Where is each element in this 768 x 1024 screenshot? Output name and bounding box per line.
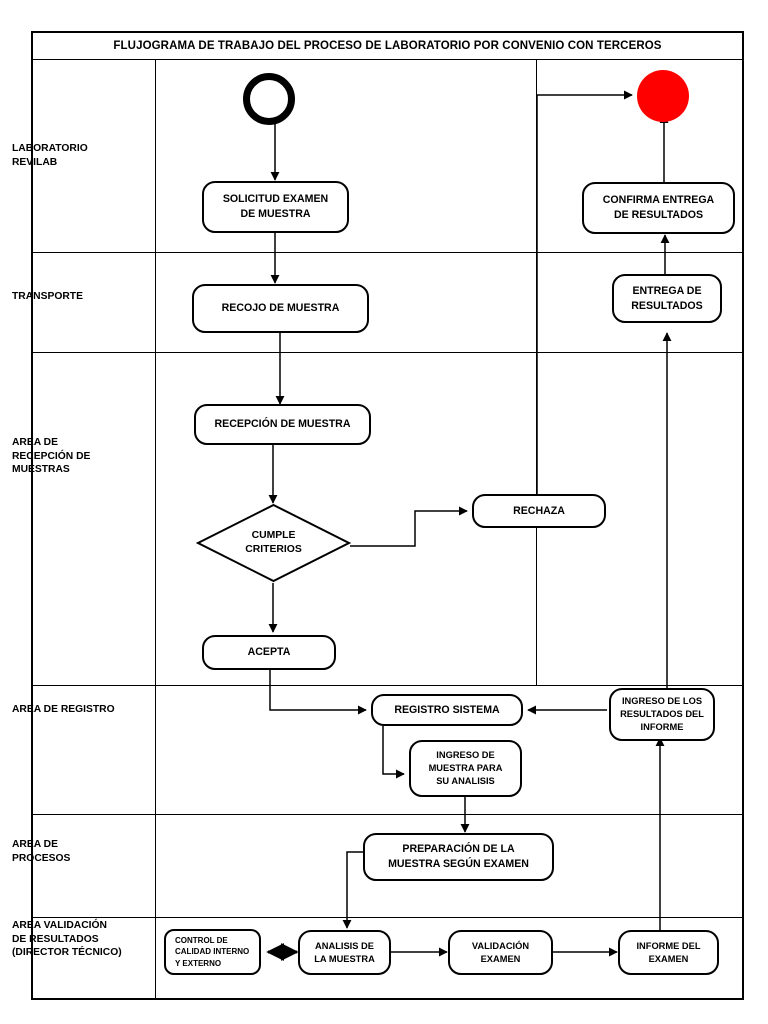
node-recojo-muestra-label: RECOJO DE MUESTRA: [221, 302, 340, 315]
lane-divider-title: [33, 59, 742, 60]
node-registro-sistema[interactable]: REGISTRO SISTEMA: [371, 694, 523, 726]
node-recepcion-muestra-label: RECEPCIÓN DE MUESTRA: [214, 418, 351, 431]
node-recojo-muestra[interactable]: RECOJO DE MUESTRA: [192, 284, 369, 333]
lane-divider-3: [33, 685, 742, 686]
page-title: FLUJOGRAMA DE TRABAJO DEL PROCESO DE LAB…: [113, 40, 662, 52]
node-acepta-label: ACEPTA: [247, 646, 291, 659]
lane-divider-4: [33, 814, 742, 815]
flowchart-table-frame: FLUJOGRAMA DE TRABAJO DEL PROCESO DE LAB…: [31, 31, 744, 1000]
column-divider-right: [536, 59, 537, 685]
lane-divider-1: [33, 252, 742, 253]
node-recepcion-muestra[interactable]: RECEPCIÓN DE MUESTRA: [194, 404, 371, 445]
node-rechaza[interactable]: RECHAZA: [472, 494, 606, 528]
lane-divider-2: [33, 352, 742, 353]
node-acepta[interactable]: ACEPTA: [202, 635, 336, 670]
lane-divider-5: [33, 917, 742, 918]
diamond-shape: [196, 503, 351, 583]
lane-label-transporte: TRANSPORTE: [12, 291, 83, 302]
end-marker-icon: [637, 70, 689, 122]
lane-label-area-registro: AREA DE REGISTRO: [12, 704, 115, 715]
start-marker-icon: [243, 73, 295, 125]
node-rechaza-label: RECHAZA: [513, 504, 565, 517]
node-registro-sistema-label: REGISTRO SISTEMA: [394, 703, 500, 716]
diagram-title-band: FLUJOGRAMA DE TRABAJO DEL PROCESO DE LAB…: [33, 33, 742, 59]
lane-label-divider: [155, 59, 156, 998]
